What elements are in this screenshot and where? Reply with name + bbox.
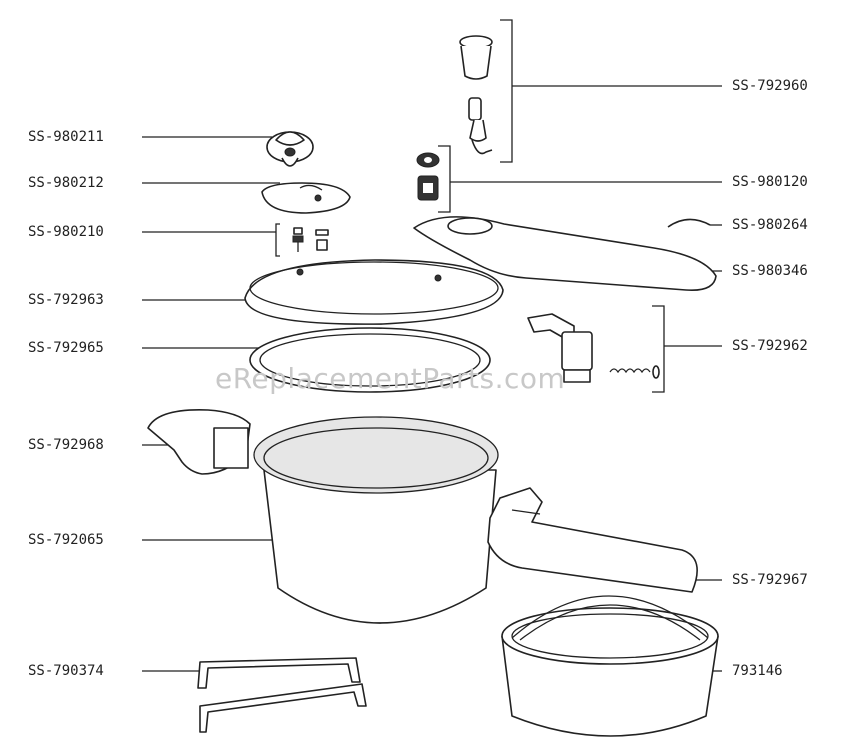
part-steam-basket [501, 595, 719, 737]
part-valve-knob [266, 131, 314, 167]
part-pressure-valve [459, 35, 493, 155]
part-long-handle [487, 487, 698, 593]
label-ss-980211: SS-980211 [28, 129, 104, 145]
label-ss-980212: SS-980212 [28, 175, 104, 191]
label-ss-980346: SS-980346 [732, 263, 808, 279]
label-ss-792967: SS-792967 [732, 572, 808, 588]
label-793146: 793146 [732, 663, 783, 679]
label-ss-792960: SS-792960 [732, 78, 808, 94]
leader-lines [142, 19, 722, 672]
part-side-handle [147, 409, 251, 475]
label-ss-792962: SS-792962 [732, 338, 808, 354]
label-ss-980120: SS-980120 [732, 174, 808, 190]
part-lid-gasket [249, 327, 491, 393]
part-valve-gasket-set [416, 152, 440, 201]
part-valve-cover [261, 182, 351, 214]
part-locking-mechanism [527, 313, 660, 383]
label-ss-792963: SS-792963 [28, 292, 104, 308]
label-ss-792065: SS-792065 [28, 532, 104, 548]
label-ss-792968: SS-792968 [28, 437, 104, 453]
part-lid-handle [413, 216, 717, 292]
label-ss-792965: SS-792965 [28, 340, 104, 356]
part-lid [244, 259, 504, 325]
label-ss-980264: SS-980264 [732, 217, 808, 233]
part-pot [253, 416, 499, 624]
part-small-seal [667, 218, 711, 228]
label-ss-980210: SS-980210 [28, 224, 104, 240]
label-ss-790374: SS-790374 [28, 663, 104, 679]
part-trivet-stand [197, 657, 367, 733]
watermark: eReplacementParts.com [215, 362, 566, 395]
part-valve-small-parts [292, 227, 329, 252]
